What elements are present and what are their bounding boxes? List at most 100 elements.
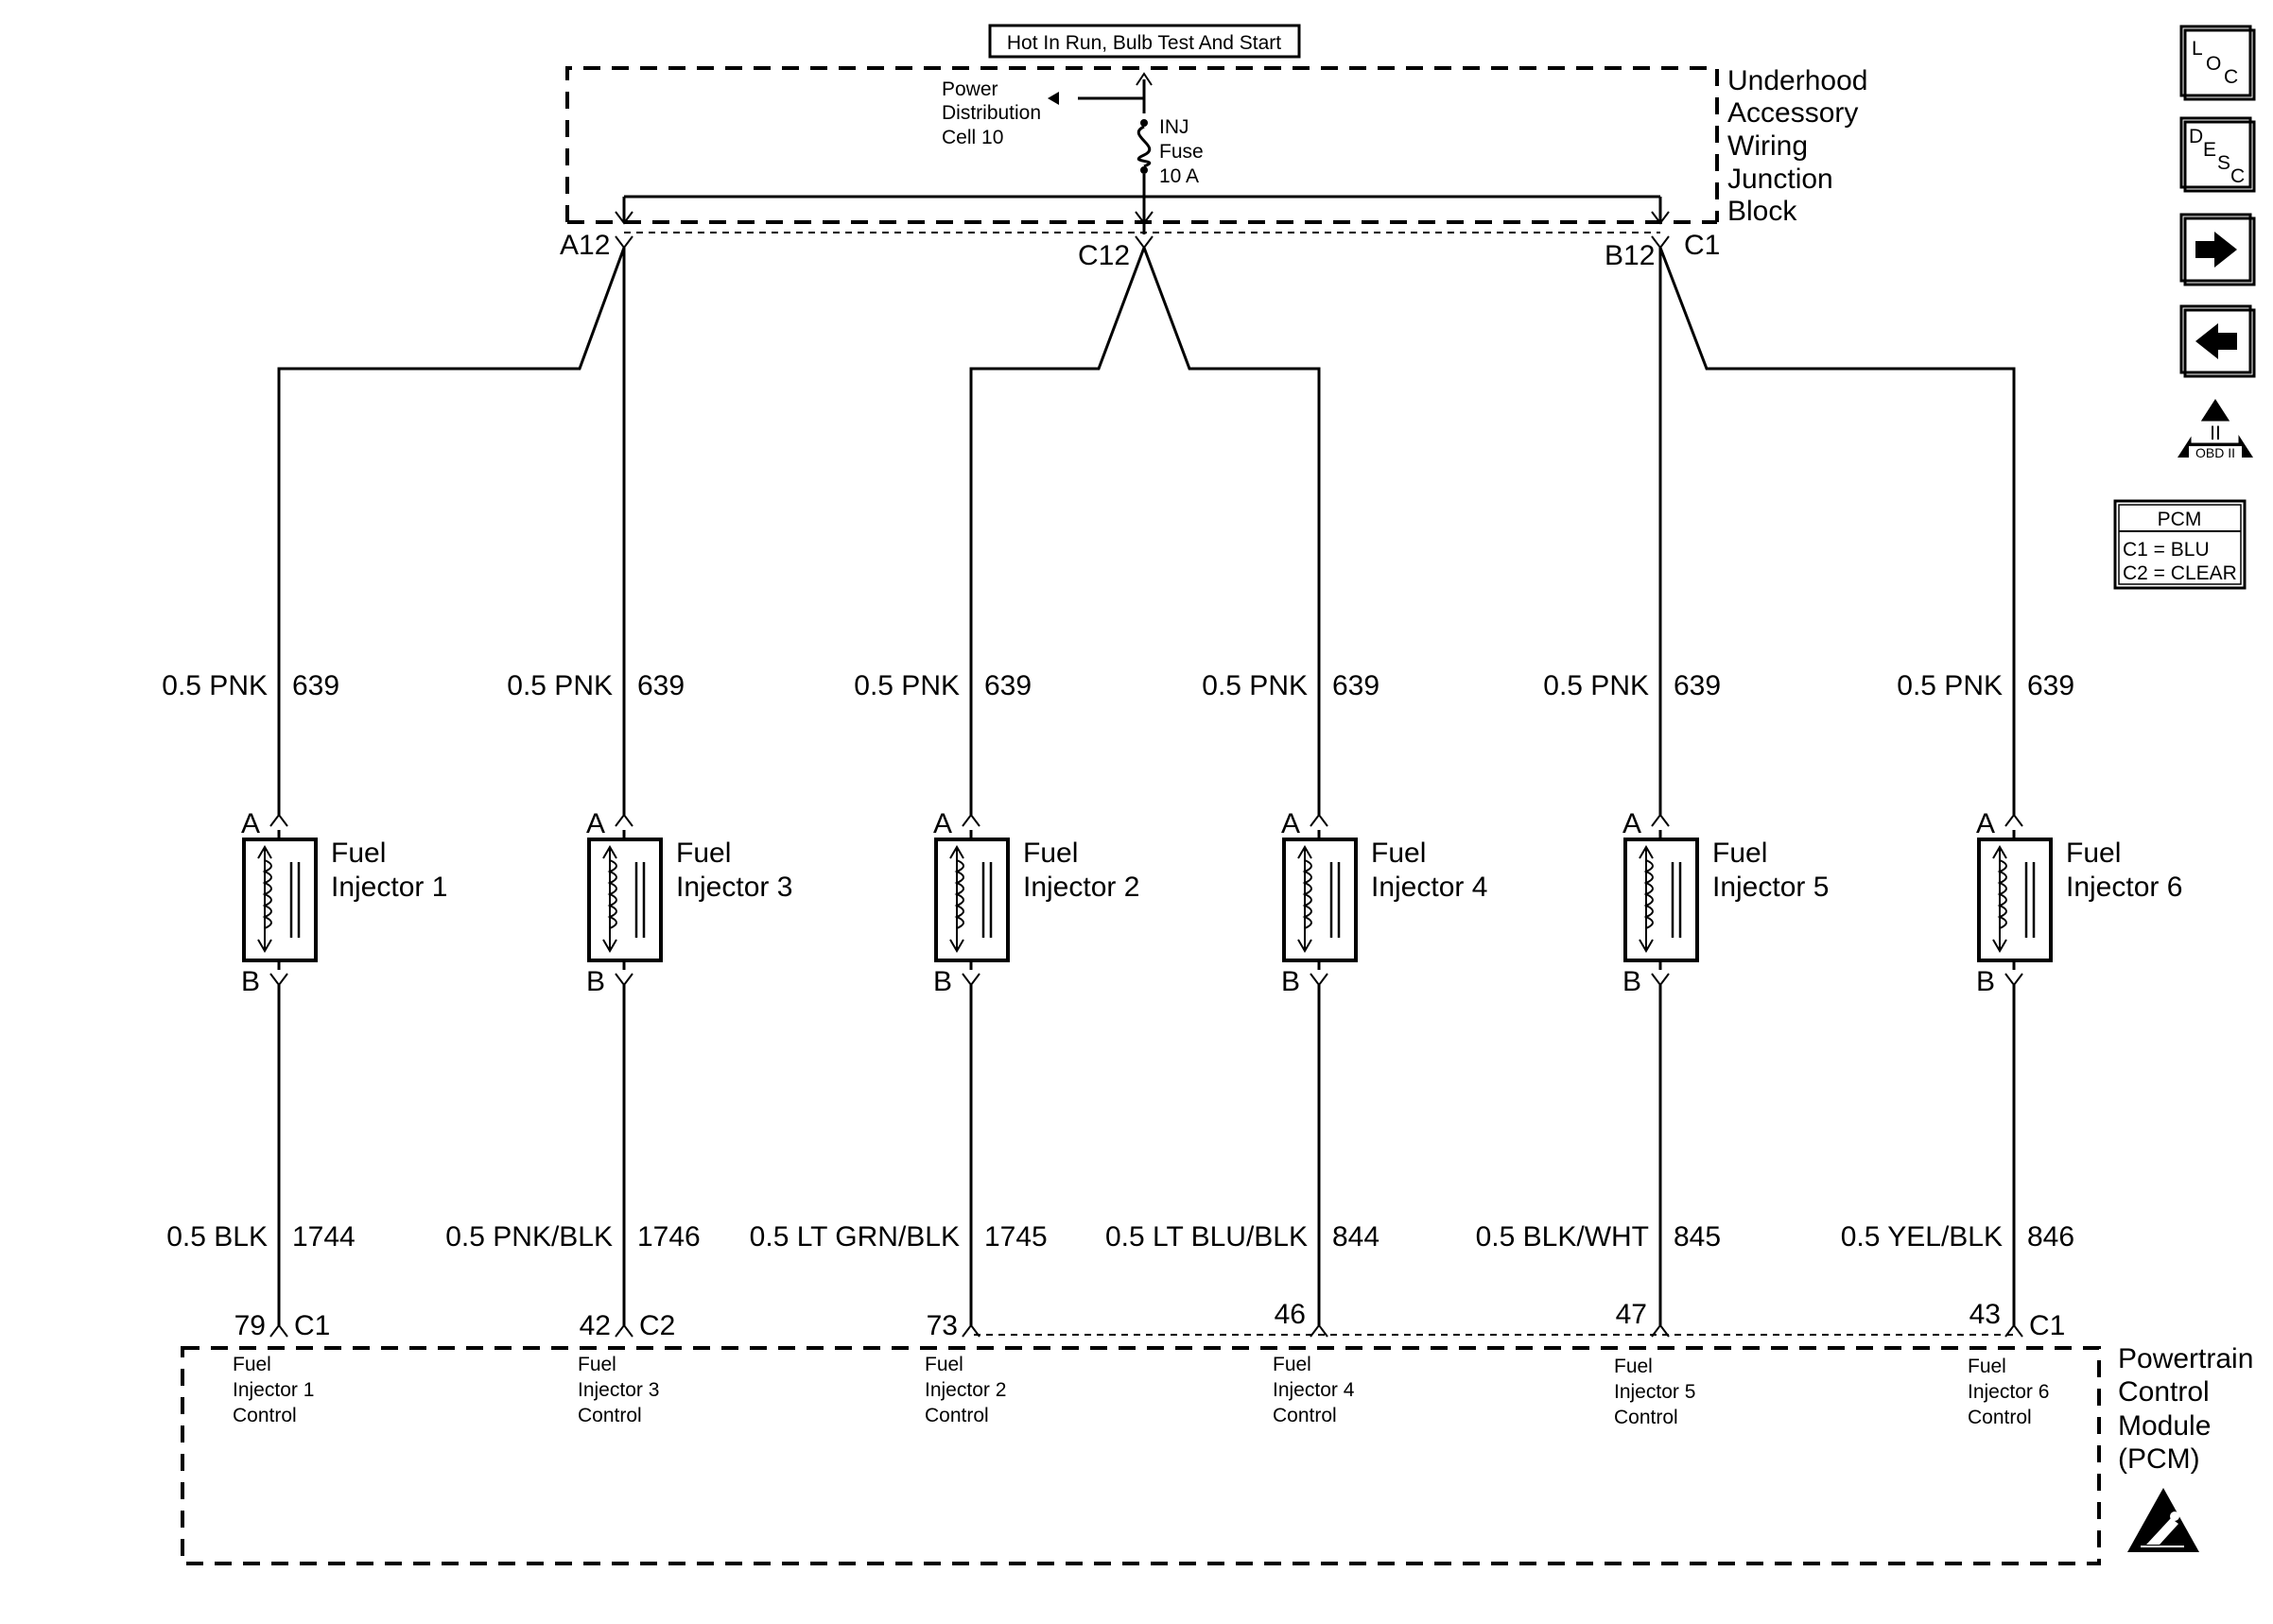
pcm: Powertrain Control Module (PCM): [181, 1334, 2262, 1565]
desc-button[interactable]: D E S C: [2179, 116, 2256, 193]
pcm-pin-chevron: [1310, 1323, 1328, 1338]
pcm-outline: [181, 1346, 2101, 1565]
control-wire-label: 0.5 LT BLU/BLK: [1105, 1221, 1308, 1253]
pin-a-label: A: [241, 808, 260, 839]
connector-b12-label: B12: [1605, 240, 1655, 271]
supply-wire-label: 0.5 PNK: [162, 670, 268, 701]
side-icons: L O C D E S C II OBD II: [2113, 25, 2256, 590]
supply-wire-label: 0.5 PNK: [1202, 670, 1308, 701]
supply-circuit-label: 639: [637, 670, 685, 701]
supply-wire-label: 0.5 PNK: [507, 670, 613, 701]
svg-text:OBD II: OBD II: [2195, 445, 2235, 460]
supply-wiring: [277, 247, 2016, 815]
pin-b-label: B: [241, 966, 260, 997]
pin-b-chevron: [1310, 973, 1328, 987]
svg-text:O: O: [2206, 53, 2221, 75]
source-feed-arrow: [1136, 72, 1153, 86]
pin-b-label: B: [586, 966, 605, 997]
pcm-connector-label: C2: [639, 1310, 675, 1341]
control-circuit-label: 1745: [984, 1221, 1048, 1253]
busbar-arrow-c12: [1135, 211, 1154, 225]
pin-b-chevron: [269, 973, 288, 987]
pcm-legend-row-c2: C2 = CLEAR: [2123, 562, 2237, 584]
pcm-connector-label: C1: [294, 1310, 330, 1341]
pcm-connector-label: C1: [2029, 1310, 2065, 1341]
pcm-pin-label: 42: [580, 1310, 611, 1341]
control-circuit-label: 1746: [637, 1221, 701, 1253]
supply-wire-label: 0.5 PNK: [1543, 670, 1649, 701]
supply-circuit-label: 639: [1674, 670, 1721, 701]
pin-a-chevron: [615, 813, 633, 827]
pcm-legend-title: PCM: [2158, 509, 2202, 530]
pcm-pin-label: 46: [1275, 1299, 1306, 1330]
svg-text:D: D: [2189, 126, 2203, 147]
pin-a-chevron: [269, 813, 288, 827]
pcm-connector-legend: PCM C1 = BLU C2 = CLEAR: [2113, 499, 2247, 590]
supply-circuit-label: 639: [292, 670, 339, 701]
next-page-button[interactable]: [2179, 213, 2256, 286]
fuel-injector-5-symbol: [1623, 830, 1699, 970]
pcm-pin-label: 73: [927, 1310, 958, 1341]
supply-wire-injector-4: [1142, 247, 1321, 815]
pcm-pin-chevron: [962, 1323, 980, 1338]
obd-ii-button[interactable]: II OBD II: [2178, 399, 2253, 460]
control-circuit-label: 846: [2027, 1221, 2074, 1253]
pin-a-chevron: [1310, 813, 1328, 827]
supply-circuit-label: 639: [2027, 670, 2074, 701]
control-circuit-label: 844: [1332, 1221, 1379, 1253]
pcm-pin-chevron: [615, 1323, 633, 1338]
pcm-pin-chevron: [269, 1323, 288, 1338]
busbar-arrow-b12: [1651, 211, 1670, 225]
svg-text:C: C: [2224, 66, 2238, 88]
pin-b-chevron: [962, 973, 980, 987]
control-wire-label: 0.5 YEL/BLK: [1841, 1221, 2003, 1253]
pcm-pin-label: 79: [234, 1310, 266, 1341]
power-distribution-arrow: [1048, 92, 1059, 105]
left-arrow-icon: [2195, 323, 2237, 359]
pin-b-label: B: [1281, 966, 1300, 997]
pcm-pin-label: 47: [1616, 1299, 1647, 1330]
pin-a-chevron: [2004, 813, 2023, 827]
supply-wire-label: 0.5 PNK: [854, 670, 960, 701]
pcm-pin-chevron: [2004, 1323, 2023, 1338]
svg-text:E: E: [2203, 139, 2216, 161]
pcm-name: Powertrain Control Module (PCM): [2118, 1343, 2262, 1475]
junction-block-outline: [565, 66, 1719, 222]
inj-fuse-symbol: [1136, 125, 1152, 168]
control-wire-label: 0.5 PNK/BLK: [445, 1221, 613, 1253]
connector-c12-label: C12: [1078, 240, 1130, 271]
pin-b-chevron: [615, 973, 633, 987]
junction-block-name: Underhood Accessory Wiring Junction Bloc…: [1727, 65, 1876, 227]
loc-button[interactable]: L O C: [2179, 25, 2256, 101]
fuel-injector-6-symbol: [1977, 830, 2053, 970]
supply-circuit-label: 639: [984, 670, 1032, 701]
power-distribution-label: Power Distribution Cell 10: [942, 78, 1047, 148]
pin-b-label: B: [1976, 966, 1995, 997]
supply-wire-injector-2: [969, 247, 1146, 815]
pin-a-label: A: [1976, 808, 1995, 839]
pin-a-label: A: [933, 808, 952, 839]
connector-chevron-a12: [615, 235, 633, 250]
control-wire-label: 0.5 BLK/WHT: [1476, 1221, 1649, 1253]
svg-text:C: C: [2230, 165, 2245, 187]
previous-page-button[interactable]: [2179, 304, 2256, 378]
pcm-pin-chevron: [1651, 1323, 1670, 1338]
pin-b-chevron: [1651, 973, 1670, 987]
pin-a-label: A: [586, 808, 605, 839]
supply-wire-injector-6: [1658, 247, 2016, 815]
pin-a-chevron: [962, 813, 980, 827]
busbar-arrow-a12: [615, 211, 633, 225]
pcm-legend-row-c1: C1 = BLU: [2123, 539, 2210, 561]
